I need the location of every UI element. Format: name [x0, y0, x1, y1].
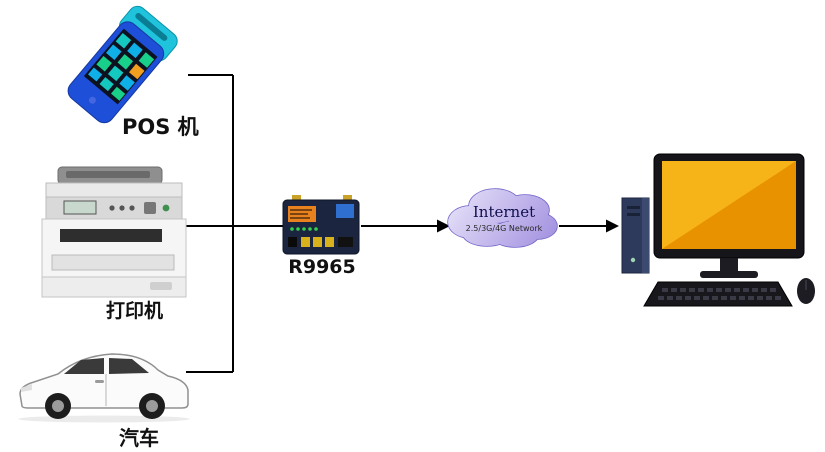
router-ethernet-ports: [288, 237, 353, 247]
tower-drive-slot: [627, 206, 640, 209]
computer-tower-edge: [642, 198, 649, 273]
printer-base-drawer: [41, 276, 187, 298]
printer-output-slot: [60, 229, 162, 242]
printer-keypad: [144, 202, 156, 214]
router-antenna-connector: [292, 195, 301, 201]
printer-drawer-handle: [150, 282, 172, 290]
router-sticker-textline: [290, 209, 312, 211]
monitor-stand-base: [700, 271, 758, 278]
pos-paper-slot: [135, 13, 168, 41]
printer-scanner-lid: [45, 182, 183, 198]
car-door-handle: [95, 380, 104, 383]
printer-button: [109, 205, 115, 211]
printer-button: [119, 205, 125, 211]
tower-drive-slot: [627, 213, 640, 216]
monitor-stand-neck: [720, 258, 738, 272]
arrowhead-icon: [437, 219, 450, 233]
car-icon: [18, 353, 190, 423]
cloud-title: Internet: [472, 203, 536, 221]
car-rear-window: [109, 358, 149, 374]
router-antenna-connector: [343, 195, 352, 201]
router-icon: [282, 195, 360, 255]
internet-cloud-icon: [447, 188, 558, 248]
pos-terminal-icon: [67, 5, 178, 124]
monitor-screen-highlight: [662, 161, 796, 249]
printer-button: [129, 205, 135, 211]
mouse: [797, 278, 815, 304]
printer-paper-tray: [51, 254, 175, 271]
printer-lcd-display: [63, 200, 97, 215]
printer-icon: [41, 166, 187, 298]
pos-screen-app-tiles: [88, 32, 155, 101]
printer-power-button: [162, 204, 170, 212]
connector-lines: [186, 74, 283, 373]
pos-label: POS 机: [122, 115, 199, 139]
arrow-router-to-cloud: [361, 219, 450, 233]
tower-power-button: [630, 257, 636, 263]
car-front-hub: [52, 400, 64, 412]
router-brand-panel: [336, 204, 354, 218]
arrow-cloud-to-computer: [559, 219, 619, 233]
router-status-leds: [290, 227, 318, 231]
car-label: 汽车: [119, 426, 159, 450]
keyboard: [643, 281, 793, 307]
desktop-computer-icon: [621, 153, 815, 307]
car-shadow: [18, 415, 190, 423]
router-sticker-textline: [290, 217, 310, 219]
car-headlight: [21, 384, 32, 392]
router-label: R9965: [288, 256, 356, 278]
car-rear-hub: [146, 400, 158, 412]
arrowhead-icon: [606, 219, 619, 233]
router-sticker-textline: [290, 213, 308, 215]
pos-home-button: [88, 96, 96, 104]
printer-label: 打印机: [106, 300, 164, 322]
cloud-fill: [448, 189, 557, 247]
car-front-window: [64, 358, 104, 374]
printer-feeder-slot: [66, 171, 150, 178]
cloud-subtitle: 2.5/3G/4G Network: [465, 224, 543, 233]
